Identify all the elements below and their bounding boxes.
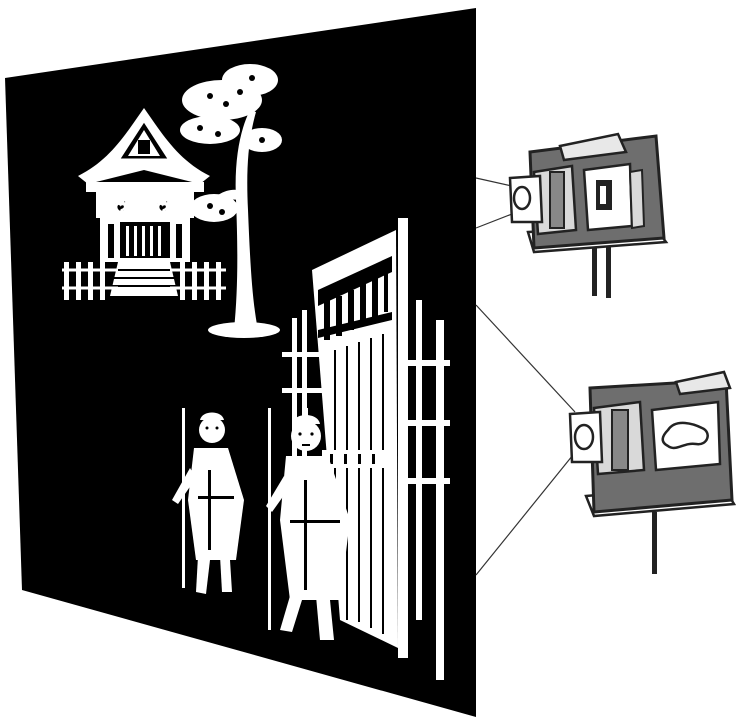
beam-line-top-lower bbox=[476, 214, 512, 228]
beam-line-bottom-upper bbox=[476, 305, 575, 412]
projector-icon bbox=[570, 372, 734, 574]
svg-text:❦: ❦ bbox=[156, 197, 169, 216]
beam-line-bottom-lower bbox=[476, 450, 577, 575]
svg-text:❦: ❦ bbox=[114, 197, 127, 216]
projector-icon bbox=[510, 134, 666, 298]
beam-line-top-upper bbox=[476, 178, 512, 186]
